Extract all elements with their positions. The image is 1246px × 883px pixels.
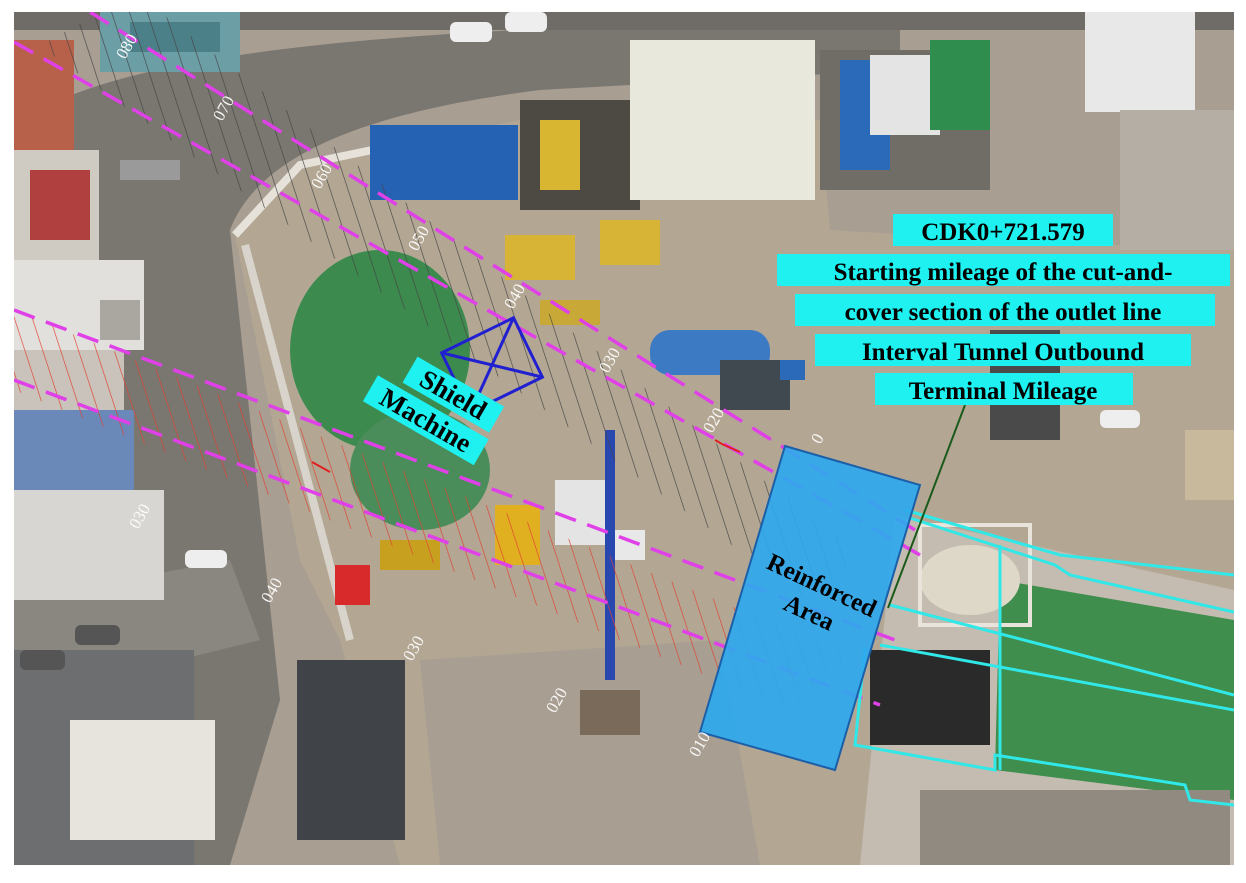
blue-roof-shed [370,125,518,200]
tunnel-corridor-gray [40,12,860,600]
yellow-materials [505,235,575,280]
left-buildings [14,40,215,865]
callout-line1: Starting mileage of the cut-and- [834,259,1173,286]
callout-line3: Interval Tunnel Outbound [862,339,1144,366]
white-building [630,40,815,200]
green-roof [995,580,1234,800]
cut-and-cover-outline [853,508,1234,807]
callout-leader-line [887,404,966,609]
callout-mileage: CDK0+721.579 [921,219,1085,246]
blue-fence [605,430,615,680]
aerial-photo: 080 070 060 050 040 030 020 0 040 030 02… [14,12,1234,865]
callout-line2: cover section of the outlet line [845,299,1162,326]
cylinder-tank [920,545,1020,615]
shaft-pit [870,650,990,745]
parked-cars [185,12,1140,568]
tunnel-corridor-red [14,310,850,710]
white-tent [1085,12,1195,112]
callout-line4: Terminal Mileage [909,378,1098,405]
dark-roof-building [297,660,405,840]
road-curved [60,18,900,865]
mileage-callout: CDK0+721.579 Starting mileage of the cut… [777,214,1230,405]
reinforced-area [698,444,922,772]
